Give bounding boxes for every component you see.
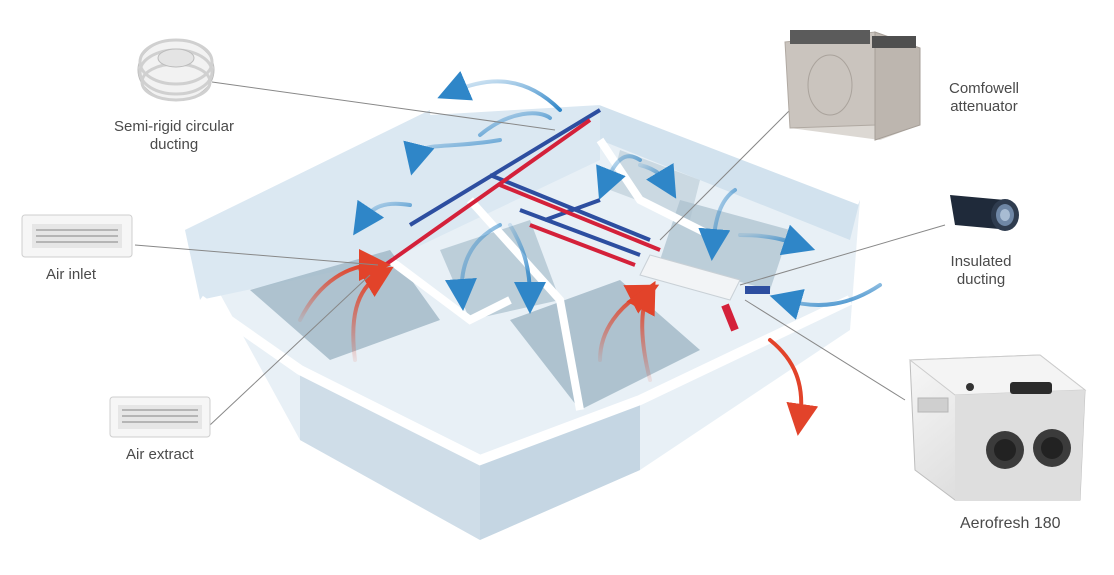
leader-lines <box>134 81 946 426</box>
fresh-air-arrow <box>638 163 677 199</box>
extract-duct <box>383 118 592 267</box>
extract-duct <box>499 183 661 252</box>
fresh-air-arrow <box>437 70 562 112</box>
extract-duct <box>721 303 739 332</box>
supply-duct <box>544 198 601 222</box>
semi-rigid-ducting-label: Semi-rigid circular ducting <box>113 118 235 153</box>
mvhr-unit-installed <box>639 254 741 301</box>
fresh-air-arrow <box>698 188 737 261</box>
attenuator-icon <box>784 30 921 141</box>
aerofresh-label: Aerofresh 180 <box>960 515 1061 532</box>
warm-air-arrow <box>298 249 391 322</box>
semi-rigid-duct-coil-icon <box>137 38 215 102</box>
warm-air-arrow <box>768 338 819 436</box>
supply-duct <box>519 208 641 257</box>
insulated-ducting-label: Insulated ducting <box>950 253 1012 288</box>
air-flow-arrows <box>298 70 882 436</box>
warm-air-arrow <box>351 266 394 362</box>
aerofresh-unit-icon <box>908 354 1087 501</box>
fresh-air-arrow <box>596 154 642 200</box>
insulated-duct-icon <box>950 195 1019 231</box>
fresh-air-arrow <box>403 138 502 176</box>
supply-duct <box>489 173 651 242</box>
air-extract-label: Air extract <box>126 446 194 463</box>
air-extract-grille-icon <box>109 396 211 438</box>
warm-air-arrow <box>626 280 656 382</box>
fresh-air-arrow <box>508 223 546 314</box>
fresh-air-arrow <box>478 111 552 137</box>
air-inlet-grille-icon <box>21 214 133 258</box>
supply-duct <box>408 108 602 227</box>
fresh-air-arrow <box>769 283 882 320</box>
attenuator-label: Comfowell attenuator <box>948 80 1020 115</box>
duct-network <box>383 108 770 332</box>
fresh-air-arrow <box>353 199 412 236</box>
extract-duct <box>529 223 636 267</box>
fresh-air-arrow <box>444 223 502 311</box>
air-inlet-label: Air inlet <box>46 266 97 283</box>
fresh-air-arrow <box>738 224 816 256</box>
